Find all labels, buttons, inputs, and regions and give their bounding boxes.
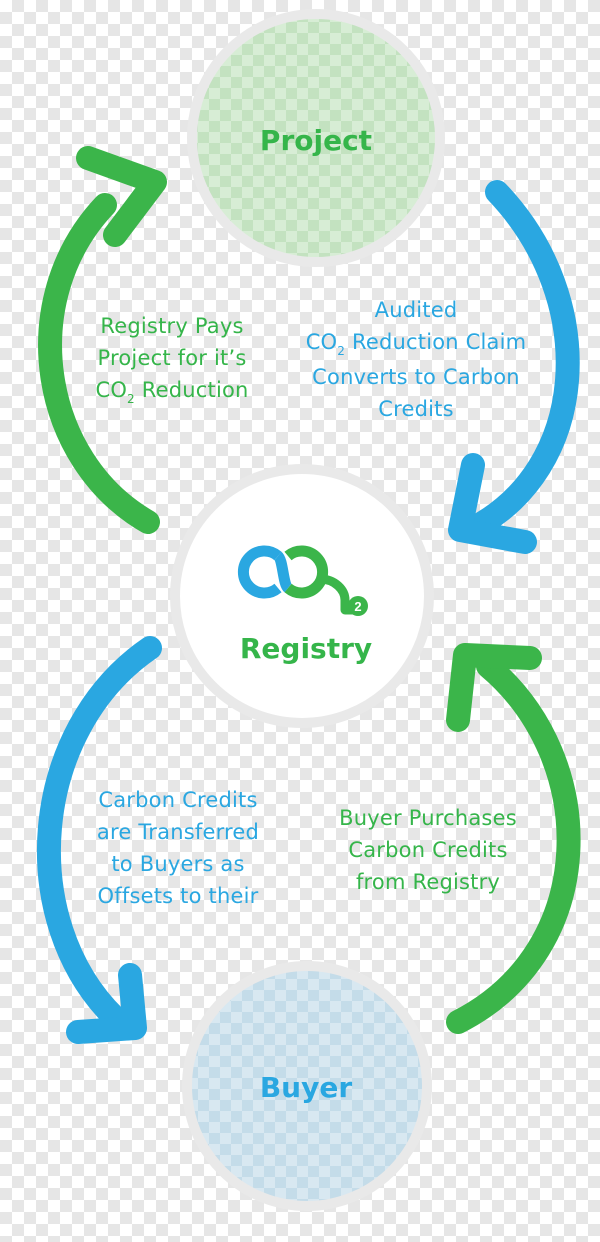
label-credits-transferred: Carbon Credits are Transferred to Buyers… xyxy=(68,784,288,912)
label-line: Buyer Purchases xyxy=(339,806,517,830)
label-line: Registry Pays xyxy=(100,314,244,338)
label-line: CO2 Reduction Claim xyxy=(278,326,554,361)
label-line: to Buyers as xyxy=(111,852,245,876)
label-line: Project for it’s xyxy=(97,346,247,370)
reduction-text: Reduction xyxy=(134,378,249,402)
co2-subscript: 2 xyxy=(337,344,346,358)
label-line: Carbon Credits xyxy=(348,838,508,862)
label-line: Carbon Credits xyxy=(98,788,258,812)
label-line: from Registry xyxy=(355,870,501,894)
label-line: CO2 Reduction xyxy=(72,374,272,409)
arrow-registry-to-buyer xyxy=(36,636,162,1044)
label-registry-pays-project: Registry Pays Project for it’s CO2 Reduc… xyxy=(72,310,272,409)
label-audited-claim: Audited CO2 Reduction Claim Converts to … xyxy=(278,294,554,425)
arrow-buyer-to-registry xyxy=(446,643,581,1034)
co2-subscript: 2 xyxy=(127,392,135,406)
arrow-project-to-registry xyxy=(448,180,580,554)
arrow-registry-to-project xyxy=(38,146,167,534)
label-line: Audited xyxy=(374,298,458,322)
co2-text: CO xyxy=(95,378,128,402)
project-node xyxy=(187,9,445,267)
co2-logo-sub: 2 xyxy=(354,599,361,614)
label-line: are Transferred xyxy=(96,820,260,844)
registry-title: Registry xyxy=(239,632,373,665)
co2-text: CO xyxy=(305,330,338,354)
label-line: Converts to Carbon xyxy=(312,365,520,389)
label-line: Credits xyxy=(378,397,454,421)
co2-logo-icon: 2 xyxy=(237,545,368,616)
buyer-title: Buyer xyxy=(259,1071,353,1104)
label-buyer-purchases: Buyer Purchases Carbon Credits from Regi… xyxy=(310,802,546,898)
buyer-node xyxy=(182,961,432,1211)
project-title: Project xyxy=(259,124,373,157)
label-line: Offsets to their xyxy=(97,884,259,908)
claim-text: Reduction Claim xyxy=(345,330,527,354)
